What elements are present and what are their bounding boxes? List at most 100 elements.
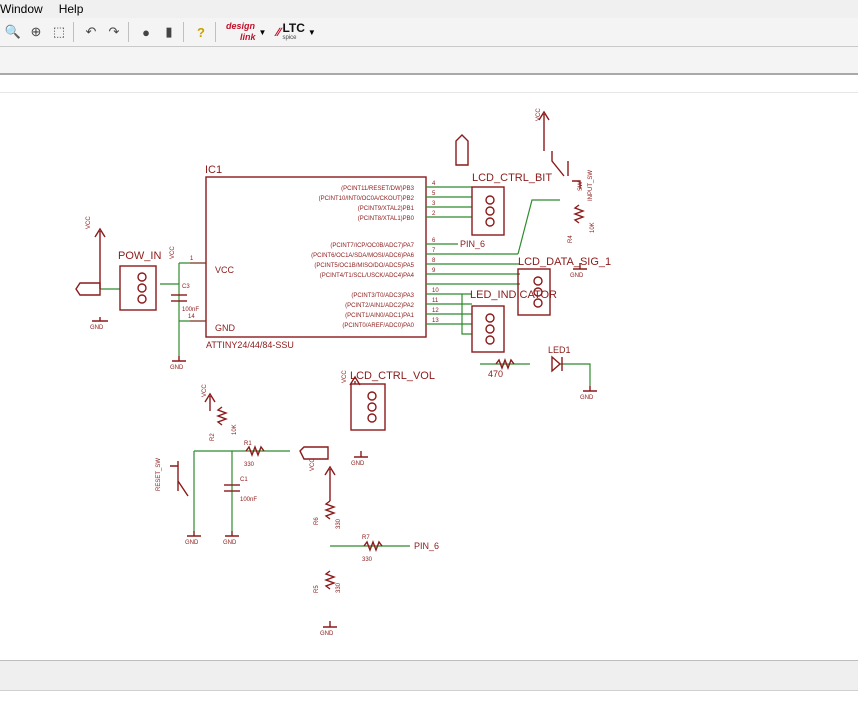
lcd-ctrl-vol-connector — [350, 383, 386, 431]
stop-icon[interactable]: ● — [142, 24, 150, 40]
vcc-label: VCC — [170, 246, 176, 259]
r-led-value: 470 — [488, 369, 503, 379]
ic1-gnd-pin: GND — [215, 323, 236, 333]
ic1-pin-label: (PCINT3/T0/ADC3)PA3 — [351, 293, 414, 299]
gnd-label: GND — [570, 273, 584, 279]
r1-label: R1 — [244, 441, 252, 447]
led1-label: LED1 — [548, 345, 571, 355]
ic1-pin-label: (PCINT10/INT0/OC0A/CKOUT)PB2 — [319, 196, 415, 202]
c1-label: C1 — [240, 477, 248, 483]
ic1-pin-label: (PCINT7/ICP/OC0B/ADC7)PA7 — [330, 243, 414, 249]
gnd-label: GND — [351, 461, 365, 467]
redo-icon[interactable]: ↷ — [108, 24, 120, 39]
r6-value: 330 — [336, 518, 342, 529]
vcc-label: VCC — [536, 108, 542, 121]
toolbar-separator — [215, 22, 216, 42]
gnd-label: GND — [170, 365, 184, 371]
toolbar-separator — [73, 22, 74, 42]
pin6-label-b: PIN_6 — [414, 541, 439, 551]
ic1-pin-label: (PCINT0/AREF/ADC0)PA0 — [342, 323, 414, 329]
schematic-canvas[interactable]: IC1 ATTINY24/44/84-SSU VCC GND 1 14 (PCI… — [0, 92, 858, 661]
c3-value: 100nF — [182, 307, 199, 313]
zoom-fit-icon[interactable]: 🔍 — [4, 24, 22, 39]
pow-in-connector — [119, 265, 157, 311]
r2-label: R2 — [210, 433, 216, 441]
menu-help[interactable]: Help — [58, 2, 84, 16]
r7-value: 330 — [362, 557, 373, 563]
r5-label: R5 — [314, 585, 320, 593]
r5-value: 330 — [336, 582, 342, 593]
toolbar-separator — [128, 22, 129, 42]
r2-value: 10K — [232, 424, 238, 435]
ic1-pin-number: 2 — [432, 211, 436, 217]
window-bottom — [0, 690, 858, 719]
ic1-pin-number: 10 — [432, 288, 439, 294]
led-indicator-label: LED_INDICATOR — [470, 289, 557, 301]
help-icon[interactable]: ? — [197, 24, 205, 40]
designlink-logo-bottom: link — [240, 32, 256, 42]
toolbar-separator — [183, 22, 184, 42]
pin6-label-a: PIN_6 — [460, 239, 485, 249]
ic1-part: ATTINY24/44/84-SSU — [206, 340, 294, 350]
ltcspice-button[interactable]: ∕∕ LTC spice ▼ — [276, 21, 316, 41]
c1-value: 100nF — [240, 497, 257, 503]
ic1-pin-label: (PCINT1/AIN0/ADC1)PA1 — [345, 313, 415, 319]
vcc-label: VCC — [86, 216, 92, 229]
designlink-button[interactable]: design link ▼ — [226, 21, 266, 43]
ic1-pin-label: (PCINT2/AIN1/ADC2)PA2 — [345, 303, 415, 309]
pow-in-label: POW_IN — [118, 250, 161, 262]
ic1-pin-number: 3 — [432, 201, 436, 207]
gnd-label: GND — [320, 631, 334, 637]
nets — [100, 186, 591, 547]
ic1-pin-number: 5 — [432, 191, 436, 197]
ic1-pin-label: (PCINT5/OC1B/MISO/DO/ADC5)PA5 — [314, 263, 414, 269]
ic1-pin-number: 12 — [432, 308, 439, 314]
sw-label: SW — [578, 181, 584, 191]
ic1-pin-number: 6 — [432, 238, 436, 244]
gnd-label: GND — [185, 540, 199, 546]
menu-bar: Window Help — [0, 0, 858, 19]
designlink-logo-top: design — [226, 21, 256, 31]
zoom-in-icon[interactable]: ⊕ — [30, 24, 42, 39]
gnd-label: GND — [580, 395, 594, 401]
command-bar — [0, 47, 858, 75]
ic1-pin-number: 1 — [190, 256, 194, 262]
lcd-ctrl-bit-connector — [471, 186, 505, 236]
ic1-pin-number: 11 — [432, 298, 439, 304]
r7-label: R7 — [362, 535, 370, 541]
ic1-pin-number: 14 — [188, 314, 195, 320]
ic1-pin-label: (PCINT8/XTAL1)PB0 — [358, 216, 415, 222]
input-sw-label: INPUT_SW — [588, 170, 594, 201]
ic1-pin-label: (PCINT9/XTAL2)PB1 — [358, 206, 415, 212]
lcd-data-sig-connector — [517, 268, 551, 316]
chevron-down-icon[interactable]: ▼ — [258, 27, 267, 37]
ic1-pin-number: 9 — [432, 268, 436, 274]
ic1-pin-label: (PCINT4/T1/SCL/USCK/ADC4)PA4 — [320, 273, 415, 279]
r6-label: R6 — [314, 517, 320, 525]
ic1-pin-number: 13 — [432, 318, 439, 324]
lcd-ctrl-vol-label: LCD_CTRL_VOL — [350, 370, 435, 382]
r1-value: 330 — [244, 462, 255, 468]
lcd-ctrl-bit-label: LCD_CTRL_BIT — [472, 172, 552, 184]
r4-value: 10K — [590, 222, 596, 233]
ltc-title: LTC — [282, 21, 305, 35]
gnd-label: GND — [223, 540, 237, 546]
menu-window[interactable]: Window — [0, 2, 43, 16]
zoom-select-icon[interactable]: ⬚ — [52, 24, 66, 39]
status-bar — [0, 660, 858, 691]
ic1-pin-number: 7 — [432, 248, 436, 254]
gnd-label: GND — [90, 325, 104, 331]
ltc-logo-icon: ∕∕ — [276, 25, 281, 39]
ic1-pin-number: 8 — [432, 258, 436, 264]
c3-label: C3 — [182, 284, 190, 290]
ic1-pin-label: (PCINT11/RESET/DW)PB3 — [341, 186, 415, 192]
ic1-pin-number: 4 — [432, 181, 436, 187]
vcc-label: VCC — [202, 384, 208, 397]
vcc-label: VCC — [342, 370, 348, 383]
script-icon[interactable]: ▮ — [165, 24, 173, 39]
chevron-down-icon[interactable]: ▼ — [307, 27, 316, 37]
undo-icon[interactable]: ↶ — [85, 24, 97, 39]
ic1-body — [205, 176, 427, 338]
toolbar: 🔍 ⊕ ⬚ ↶ ↷ ● ▮ ? design link ▼ ∕∕ LTC spi… — [0, 18, 858, 47]
lcd-data-sig-label: LCD_DATA_SIG_1 — [518, 256, 611, 268]
